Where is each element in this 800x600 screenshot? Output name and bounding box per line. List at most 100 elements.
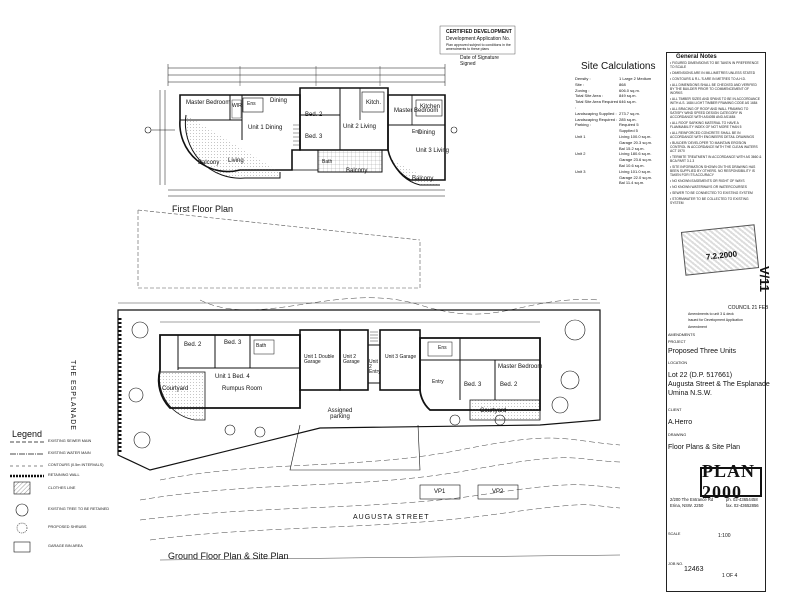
site-calc-value: 868	[619, 81, 626, 87]
site-calc-value: Bal 11.4 sq.m.	[619, 180, 645, 186]
scale-label: SCALE	[668, 532, 681, 536]
tree-markers	[128, 319, 586, 449]
stamp-line2: Development Application No.	[446, 36, 511, 42]
location-line2: Augusta Street & The Esplanade	[668, 381, 770, 388]
site-calc-value: Bal 10.6 sq.m.	[619, 162, 645, 168]
amendment-row-3: Amendment	[688, 325, 707, 329]
site-calc-value: 849 sq.m.	[619, 93, 637, 99]
general-note-item: • CONTOURS & R.L.'S ARE IN METRES TO A.H…	[670, 77, 746, 82]
ff-room-bed2: Bed. 2	[305, 112, 323, 118]
general-note-item: • FIGURED DIMENSIONS TO BE TAKEN IN PREF…	[670, 61, 759, 69]
client-name: A.Herro	[668, 419, 693, 426]
general-note-item: • SEWER TO BE CONNECTED TO EXISTING SYST…	[670, 191, 753, 195]
site-calc-value: Required 5	[619, 122, 639, 128]
site-calc-label: Landscaping Required :	[575, 116, 618, 122]
general-note-item: • DIMENSIONS ARE IN MILLIMETRES UNLESS S…	[670, 71, 756, 75]
site-calc-label: Zoning :	[575, 87, 590, 93]
site-calc-row: Total Site Area : 849 sq.m.	[575, 93, 663, 99]
location-line1: Lot 22 (D.P. 517661)	[668, 372, 733, 379]
site-calc-row: Garage 22.0 sq.m.	[575, 175, 663, 181]
stamp-line3: Plan approved subject to conditions in t…	[446, 43, 511, 51]
site-calc-label: Total Site Area :	[575, 93, 604, 99]
gf-room-unit1-garage: Unit 1 Double Garage	[304, 354, 335, 365]
street-name: AUGUSTA STREET	[353, 514, 430, 521]
ff-room-kitchen: Kitchen	[420, 104, 441, 110]
ff-room-balcony-1: Balcony	[198, 160, 220, 166]
site-calc-value: 606.0 sq.m.	[619, 87, 640, 93]
site-calc-row: Parking : Required 5	[575, 122, 663, 128]
ff-room-ens-3: Ens	[412, 129, 421, 135]
ff-room-dining-1: Dining	[270, 98, 288, 104]
vp1-label: VP1	[434, 489, 446, 495]
general-note-item: • ALL DIMENSIONS SHALL BE CHECKED AND VE…	[670, 83, 757, 95]
legend-item-tree: EXISTING TREE TO BE RETAINED	[48, 507, 110, 511]
site-calc-row: Bal 10.6 sq.m.	[575, 163, 663, 169]
ff-room-living-1: Living	[228, 158, 244, 164]
ff-room-unit3-living: Unit 3 Living	[416, 148, 450, 154]
amendment-row-1: Amendments to unit 3 & deck	[688, 312, 734, 316]
general-notes-list: • FIGURED DIMENSIONS TO BE TAKEN IN PREF…	[670, 61, 762, 208]
gf-room-unit3-garage: Unit 3 Garage	[385, 354, 417, 360]
gf-room-ens-u3: Ens	[438, 345, 447, 351]
general-note-item: • NO KNOWN EASEMENTS OR RIGHT OF WAYS	[670, 178, 745, 183]
job-no-label: JOB NO.	[668, 562, 684, 566]
gf-room-bed2: Bed. 2	[184, 342, 202, 348]
general-note-item: • ALL TIMBER SIZES AND SPANS TO BE IN AC…	[670, 97, 761, 105]
site-calc-row: Landscaping Required :285 sq.m.	[575, 117, 663, 123]
site-calc-value: Living 101.0 sq.m.	[619, 168, 652, 174]
job-no-value: 12463	[684, 566, 704, 573]
ff-room-kitch: Kitch.	[366, 100, 382, 106]
margin-note: V/11	[757, 266, 772, 293]
gf-room-rumpus: Rumpus Room	[222, 386, 263, 392]
general-notes-title: General Notes	[676, 54, 717, 60]
vp2-label: VP2	[492, 489, 504, 495]
location-label: LOCATION	[668, 361, 688, 365]
firm-phone: ph. 02-43654458	[726, 497, 758, 502]
general-note-item: • BUILDER/ DEVELOPER TO MAINTAIN EROSION…	[670, 141, 758, 153]
first-floor-title: First Floor Plan	[172, 204, 234, 214]
site-calc-row: Garage 20.3 sq.m.	[575, 140, 663, 146]
ff-room-master-bed-3: Master Bedroom	[394, 108, 439, 114]
gf-room-entry-u3: Entry	[432, 379, 444, 385]
site-calc-label: Density :	[575, 76, 591, 81]
ground-floor-site-plan	[117, 297, 621, 561]
ff-room-dining-3: Dining	[418, 130, 436, 136]
site-calc-value: 273.7 sq.m.	[619, 110, 640, 116]
general-note-item: • TERMITE TREATMENT IN ACCORDANCE WITH A…	[670, 154, 762, 163]
site-calc-label: Total Site Area Required :	[575, 99, 619, 110]
ff-room-ens-1: Ens	[247, 101, 256, 107]
ff-room-master-bed-1: Master Bedroom	[186, 100, 231, 106]
scale-value: 1:100	[718, 533, 731, 539]
firm-fax: fax. 02-43652856	[726, 503, 759, 508]
legend-item-contours: CONTOURS (0.5m INTERVALS)	[48, 463, 104, 467]
site-calc-row: Unit 3 Living 101.0 sq.m.	[575, 169, 663, 175]
site-calc-label: Unit 3	[575, 168, 586, 174]
site-calc-row: Site :868	[575, 82, 663, 88]
gf-room-bed2-u3: Bed. 2	[500, 382, 518, 388]
amendment-row-2: Issued for Development Application	[688, 318, 743, 322]
site-calc-row: Supplied 5	[575, 128, 663, 134]
site-calc-value: Garage 23.6 sq.m.	[619, 157, 653, 163]
legend-item-bin-area: GARAGE BIN AREA	[48, 544, 83, 548]
date-signature-label: Date of Signature	[460, 55, 499, 61]
site-calc-row: Bal 15.2 sq.m.	[575, 146, 663, 152]
site-calc-value: Garage 22.0 sq.m.	[619, 174, 653, 180]
site-calc-value: 1 Large 2 Medium	[619, 76, 652, 81]
ff-room-balcony-2: Balcony	[346, 168, 368, 174]
signed-label: Signed	[460, 61, 476, 67]
gf-room-courtyard-3: Courtyard	[480, 408, 507, 414]
legend-item-clothes-line: CLOTHES LINE	[48, 486, 76, 490]
firm-address1: 2/200 The Entrance Rd	[670, 497, 714, 502]
first-floor-plan	[144, 64, 458, 197]
legend-graphics	[10, 441, 44, 553]
gf-room-master-bed-u3: Master Bedroom	[498, 364, 543, 370]
site-calc-label: Parking :	[575, 122, 591, 128]
site-calc-value: Bal 15.2 sq.m.	[619, 145, 645, 151]
site-calc-label	[575, 180, 619, 186]
council-stamp	[680, 224, 760, 276]
site-calc-row: Bal 11.4 sq.m.	[575, 180, 663, 186]
gf-room-unit1-bed4: Unit 1 Bed. 4	[215, 374, 250, 380]
